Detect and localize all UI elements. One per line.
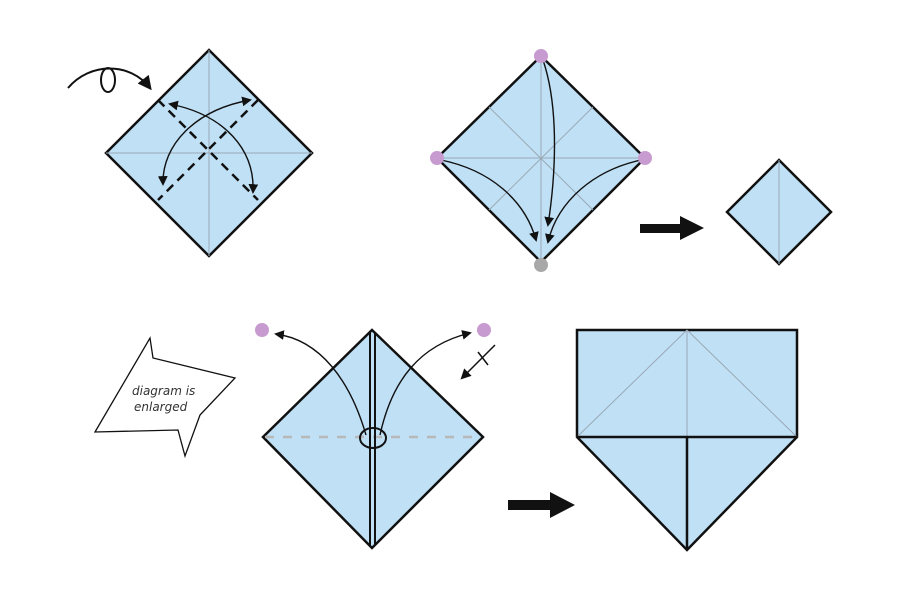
unfold-arrow [274, 330, 367, 436]
turn-over-loop [100, 67, 116, 93]
step-4 [255, 323, 496, 550]
target-dot [534, 258, 548, 272]
reference-dot [430, 151, 444, 165]
next-step-arrow [640, 216, 704, 240]
unfold-arrow [379, 330, 472, 436]
step-5 [575, 328, 799, 552]
reference-dot [534, 49, 548, 63]
callout-line-1: diagram is [132, 384, 195, 398]
folded-paper [261, 328, 485, 550]
reference-dot [477, 323, 491, 337]
fold-arrow [440, 159, 539, 242]
reference-dot [255, 323, 269, 337]
fold-arrow [545, 159, 642, 244]
step-1 [67, 48, 314, 258]
pinch-point [359, 427, 387, 449]
fold-arrow [542, 59, 556, 227]
reference-dot [638, 151, 652, 165]
next-step-arrow [508, 492, 575, 518]
step-3 [725, 158, 833, 266]
fold-arrow [157, 96, 252, 186]
push-arrow [460, 344, 496, 380]
callout-line-2: enlarged [134, 400, 188, 414]
enlarged-callout: diagram is enlarged [93, 336, 237, 459]
step-2 [430, 49, 652, 272]
turn-over-icon [67, 67, 152, 91]
